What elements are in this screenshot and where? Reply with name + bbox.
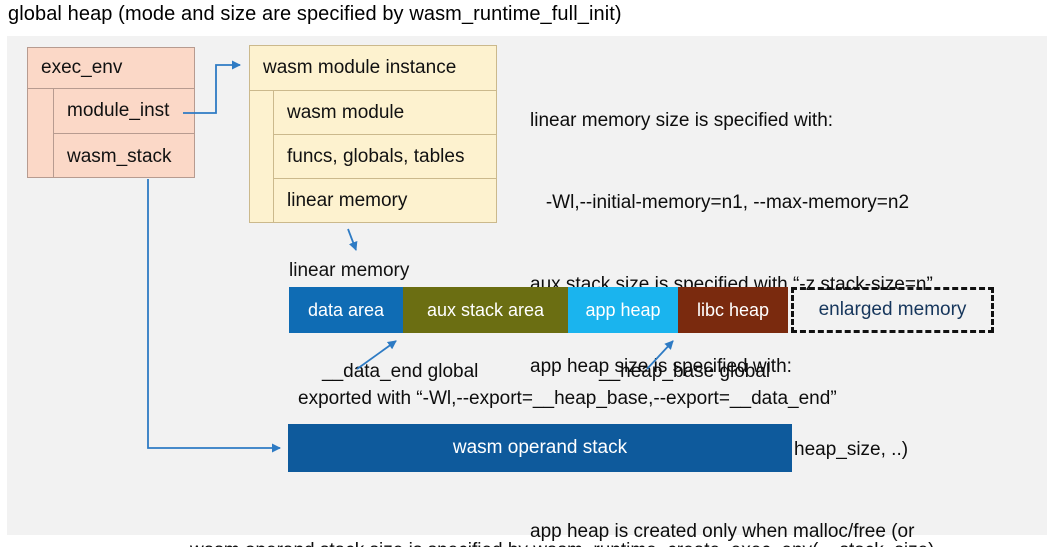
linear-memory-label: linear memory [289,260,410,281]
segment-label: libc heap [696,299,770,320]
memory-segment-libc-heap: libc heap [678,287,788,333]
segment-label: app heap [585,299,661,320]
exec-env-header: exec_env [28,48,194,89]
note-line: app heap size is specified with: [530,356,792,378]
exported-with-label: exported with “-Wl,--export=__heap_base,… [298,388,837,409]
note-line: wasm operand stack size is specified by … [190,537,1050,547]
page-title: global heap (mode and size are specified… [8,3,622,25]
memory-segment-data-area: data area [289,287,403,333]
wasm-operand-stack-label: wasm operand stack [452,437,628,458]
instance-row-wasm-module: wasm module [274,91,496,135]
heap-base-global-label: __heap_base global [599,361,771,382]
note-line: linear memory size is specified with: [530,109,834,131]
segment-label: data area [307,299,385,320]
exec-env-box: exec_env module_inst wasm_stack [27,47,195,178]
linear-memory-bar: data area aux stack area app heap libc h… [289,287,994,333]
memory-segment-enlarged-memory: enlarged memory [791,287,994,333]
segment-label: aux stack area [426,299,545,320]
note-line: app heap is created only when malloc/fre… [530,520,915,542]
wasm-operand-stack-bar: wasm operand stack [288,424,792,472]
note-line: -Wl,--initial-memory=n1, --max-memory=n2 [530,192,910,214]
instance-row-linear-memory: linear memory [287,190,408,211]
notes-bottom: wasm operand stack size is specified by … [190,482,1050,547]
wasm-module-instance-box: wasm module instance wasm module funcs, … [249,45,497,223]
instance-row-funcs-globals-tables: funcs, globals, tables [274,135,496,179]
exec-env-row-wasm-stack: wasm_stack [67,145,172,167]
memory-segment-aux-stack-area: aux stack area [403,287,568,333]
memory-segment-app-heap: app heap [568,287,678,333]
wasm-module-instance-header: wasm module instance [250,46,496,91]
wasm-module-instance-rows: wasm module funcs, globals, tables linea… [273,91,496,223]
exec-env-rows: module_inst wasm_stack [53,89,194,178]
segment-label: enlarged memory [818,299,967,320]
exec-env-row-module-inst: module_inst [54,89,194,134]
data-end-global-label: __data_end global [322,361,479,382]
